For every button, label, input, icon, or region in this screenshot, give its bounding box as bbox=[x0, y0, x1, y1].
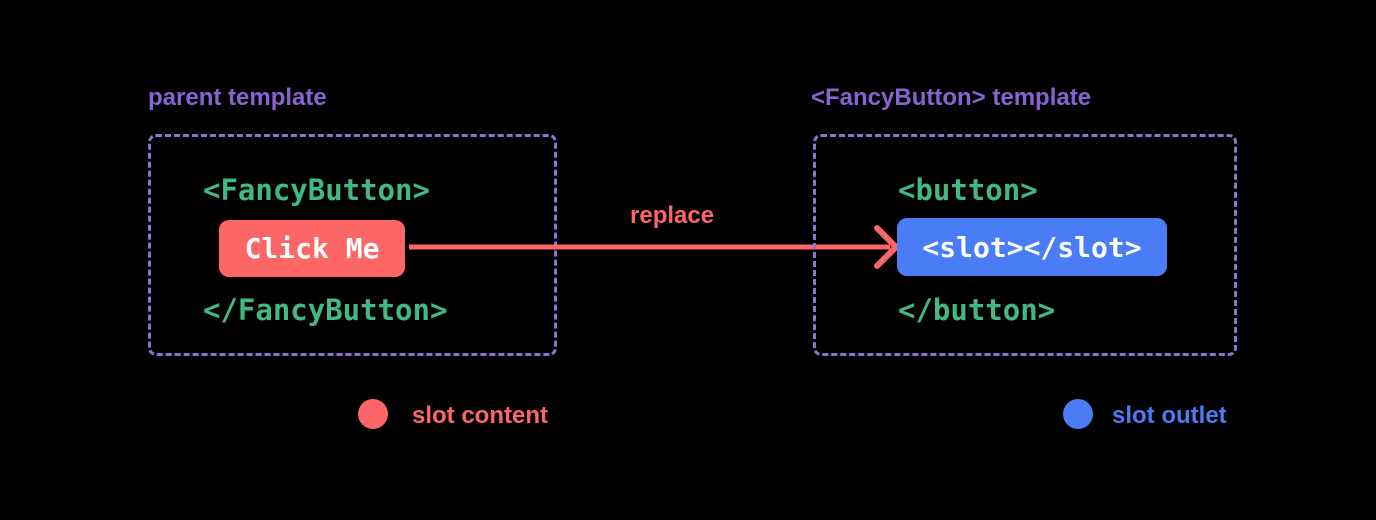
slot-outlet-dot-icon bbox=[1063, 399, 1093, 429]
replace-label: replace bbox=[630, 202, 715, 229]
parent-template-title: parent template bbox=[148, 84, 327, 111]
replace-arrow-icon bbox=[409, 225, 899, 269]
slot-content-label: slot content bbox=[412, 402, 548, 429]
slot-content-dot-icon bbox=[358, 399, 388, 429]
click-me-button: Click Me bbox=[219, 220, 405, 277]
slot-outlet-label: slot outlet bbox=[1112, 402, 1227, 429]
fancybutton-template-title: <FancyButton> template bbox=[811, 84, 1092, 111]
button-close-tag: </button> bbox=[898, 293, 1056, 327]
fancybutton-close-tag: </FancyButton> bbox=[203, 293, 448, 327]
slot-outlet-box: <slot></slot> bbox=[897, 218, 1167, 276]
fancybutton-open-tag: <FancyButton> bbox=[203, 173, 430, 207]
arrowhead-icon bbox=[874, 225, 899, 269]
button-open-tag: <button> bbox=[898, 173, 1038, 207]
fancybutton-template-box bbox=[813, 134, 1237, 356]
